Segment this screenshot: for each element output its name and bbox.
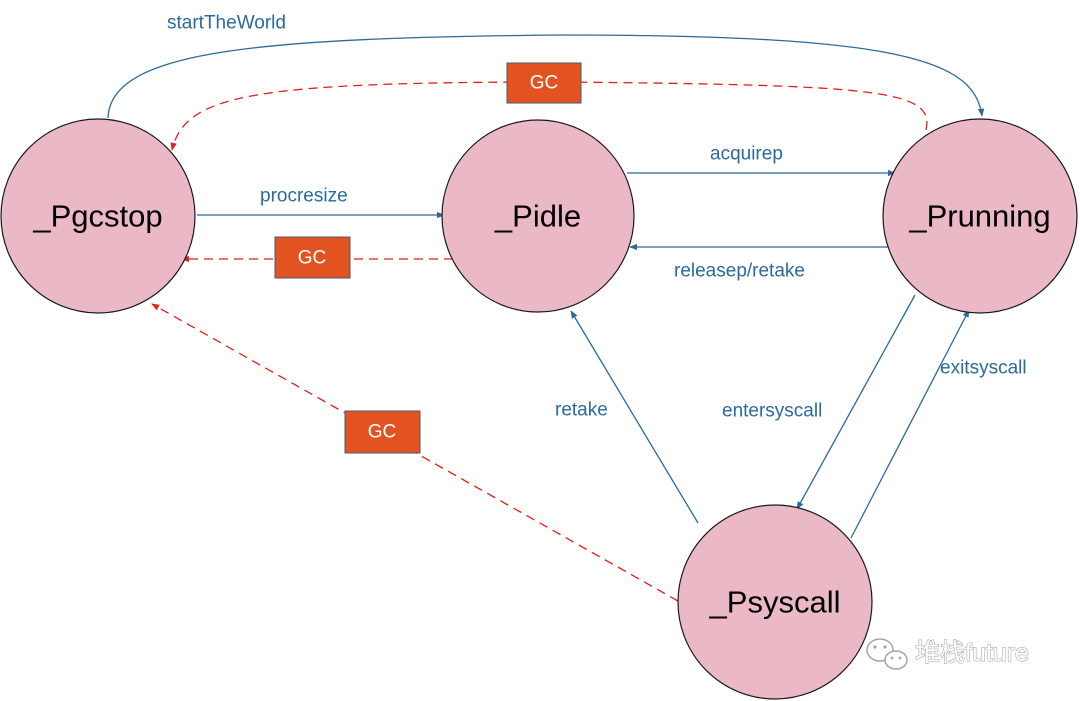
state-label: _Pgcstop: [32, 199, 162, 234]
state-label: _Psyscall: [709, 585, 841, 620]
state-psyscall: _Psyscall: [677, 504, 873, 700]
edge-retake: [570, 310, 699, 524]
label-entersyscall: entersyscall: [722, 401, 822, 422]
watermark: 堆栈future: [866, 638, 1029, 670]
state-pgcstop: _Pgcstop: [0, 118, 196, 314]
watermark-text: 堆栈future: [915, 639, 1029, 667]
gc-badge-running-to-gcstop: GC: [506, 62, 582, 104]
label-retake: retake: [555, 400, 608, 421]
gc-badge-syscall-to-gcstop: GC: [344, 410, 421, 454]
label-procresize: procresize: [260, 186, 348, 207]
state-prunning: _Prunning: [882, 118, 1078, 314]
label-start-the-world: startTheWorld: [167, 13, 286, 34]
gc-badge-label: GC: [530, 73, 559, 94]
state-label: _Pidle: [494, 199, 581, 234]
state-label: _Prunning: [908, 199, 1050, 234]
gc-badge-label: GC: [368, 422, 397, 443]
label-releasep-retake: releasep/retake: [674, 261, 805, 282]
edge-start-the-world: [107, 34, 985, 119]
edge-gc-running-to-gcstop: [170, 81, 928, 151]
edge-entersyscall: [796, 294, 916, 510]
gc-badge-label: GC: [298, 248, 327, 269]
label-acquirep: acquirep: [710, 144, 783, 165]
wechat-icon: [866, 638, 908, 670]
label-exitsyscall: exitsyscall: [940, 358, 1027, 379]
edge-exitsyscall: [850, 309, 970, 539]
gc-badge-idle-to-gcstop: GC: [274, 236, 351, 279]
state-pidle: _Pidle: [441, 119, 635, 313]
